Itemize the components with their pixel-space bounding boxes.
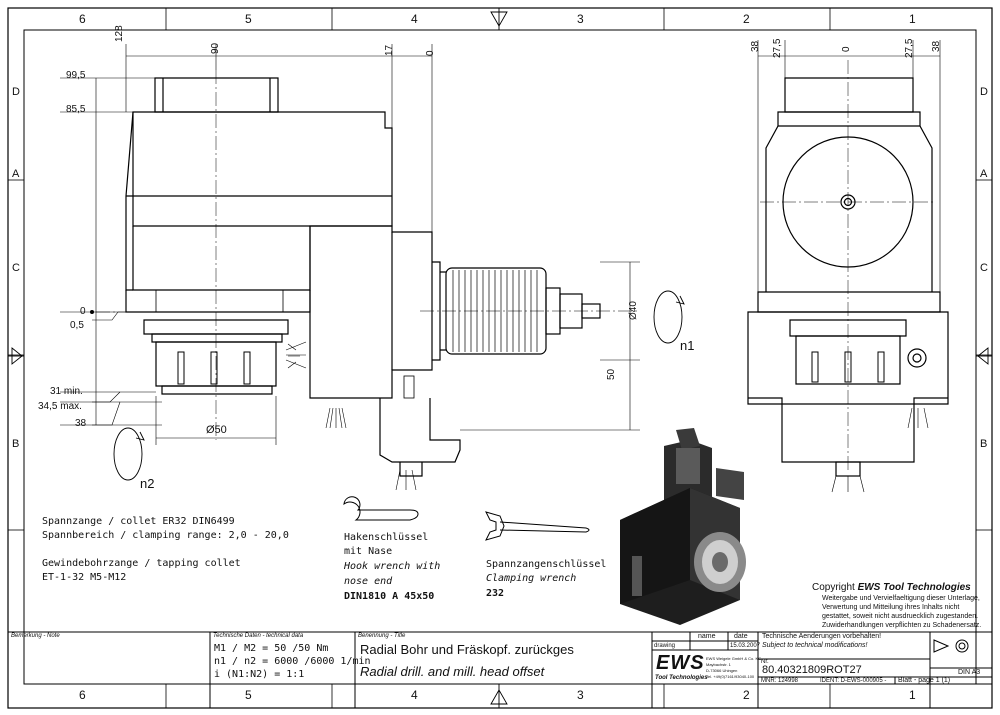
company-line: EWS Weigele GmbH & Co. KG <box>706 656 762 661</box>
ident-value: IDENT: D-EWS-000905 - <box>820 678 887 684</box>
changes-de: Technische Aenderungen vorbehalten! <box>762 633 882 640</box>
column-label: 3 <box>577 688 584 702</box>
spindle-n2-label: n2 <box>140 476 155 491</box>
dimension-label: 85,5 <box>66 104 86 115</box>
sheet-value: Blatt - page 1 (1) <box>898 677 951 684</box>
ews-logo: EWS <box>656 652 705 674</box>
dimension-label: 17 <box>384 44 395 56</box>
title-de: Radial Bohr und Fräskopf. zurückges <box>360 642 574 657</box>
ews-logo-sub: Tool Technologies <box>655 675 708 681</box>
dimension-label: 0 <box>80 306 86 317</box>
title-label: Benennung - Title <box>358 633 406 639</box>
dimension-label: 27,5 <box>772 38 783 58</box>
product-photo <box>620 428 746 625</box>
copyright-line: Weitergabe und Vervielfaeltigung dieser … <box>822 595 980 602</box>
tapping-collet-model: ET-1-32 M5-M12 <box>42 572 127 583</box>
column-label: 6 <box>79 688 86 702</box>
diameter-40-label: Ø40 <box>628 301 639 320</box>
company-line: Maybachstr. 1 <box>706 662 731 667</box>
column-label: 3 <box>577 12 584 26</box>
part-number: 80.40321809ROT27 <box>762 664 862 676</box>
mnr-value: MNR: 124998 <box>761 678 799 684</box>
remarks-label: Bemerkung - Note <box>11 633 60 639</box>
hook-wrench-de2: mit Nase <box>344 546 393 557</box>
copyright-line: gestattet, soweit nicht ausdruecklich zu… <box>822 613 979 620</box>
dimension-label: 31 min. <box>50 386 83 397</box>
dimension-label: 99,5 <box>66 70 86 81</box>
tapping-collet-label: Gewindebohrzange / tapping collet <box>42 558 241 569</box>
hook-wrench-spec: DIN1810 A 45x50 <box>344 591 435 602</box>
techdata-label: Technische Daten - technical data <box>213 633 304 639</box>
column-label: 4 <box>411 688 418 702</box>
company-line: Tel. +49(0)7161/93040-100 <box>706 674 755 679</box>
row-label: B <box>980 438 988 450</box>
dimension-label: 0 <box>425 50 436 56</box>
row-label: A <box>980 168 988 180</box>
copyright-line: Verwertung und Mitteilung ihres Inhalts … <box>822 604 960 611</box>
collet-spec: Spannzange / collet ER32 DIN6499 <box>42 516 235 527</box>
copyright-title: Copyright EWS Tool Technologies <box>812 582 971 593</box>
dimension-label: 90 <box>210 42 221 54</box>
changes-en: Subject to technical modifications! <box>762 642 868 649</box>
row-label: D <box>12 86 20 98</box>
nr-label: Nr. <box>761 659 769 665</box>
dimension-label: 38 <box>931 40 942 52</box>
dimension-label: 34,5 max. <box>38 401 82 412</box>
row-label: D <box>980 86 988 98</box>
clamping-wrench-de: Spannzangenschlüssel <box>486 559 607 570</box>
drawing-date: 15.03.2007 <box>730 643 761 649</box>
dimension-label: 38 <box>750 40 761 52</box>
diameter-50-label: Ø50 <box>206 424 227 436</box>
company-line: D-73066 Uhingen <box>706 668 738 673</box>
hook-wrench-en: Hook wrench with <box>344 561 441 572</box>
dimension-label: 128 <box>114 25 125 42</box>
column-label: 1 <box>909 688 916 702</box>
col-name-header: name <box>698 633 716 640</box>
column-label: 2 <box>743 688 750 702</box>
column-label: 6 <box>79 12 86 26</box>
copyright-line: Zuwiderhandlungen verpflichten zu Schade… <box>822 622 982 629</box>
brand-name: EWS Tool Technologies <box>857 582 971 593</box>
column-label: 1 <box>909 12 916 26</box>
dimension-label: 0,5 <box>70 320 84 331</box>
clamping-wrench-spec: 232 <box>486 588 505 599</box>
spindle-n1-label: n1 <box>680 338 695 353</box>
column-label: 2 <box>743 12 750 26</box>
column-label: 5 <box>245 688 252 702</box>
row-label: C <box>980 262 988 274</box>
dimension-label: 27,5 <box>904 38 915 58</box>
title-en: Radial drill. and mill. head offset <box>360 664 545 679</box>
dimension-label: 50 <box>606 368 617 380</box>
speed-value: n1 / n2 = 6000 /6000 1/min <box>214 656 371 667</box>
clamping-wrench-en: Clamping wrench <box>486 573 577 584</box>
torque-value: M1 / M2 = 50 /50 Nm <box>214 643 329 654</box>
drawing-label: drawing <box>654 643 676 649</box>
hook-wrench-en2: nose end <box>344 576 393 587</box>
hook-wrench-de: Hakenschlüssel <box>344 532 429 543</box>
clamping-range-spec: Spannbereich / clamping range: 2,0 - 20,… <box>42 530 289 541</box>
row-label: B <box>12 438 20 450</box>
format-value: DIN A3 <box>958 669 981 676</box>
dimension-label: 38 <box>75 418 87 429</box>
ratio-value: i (N1:N2) = 1:1 <box>214 669 305 680</box>
dimension-label: 0 <box>841 46 852 52</box>
row-label: C <box>12 262 20 274</box>
column-label: 4 <box>411 12 418 26</box>
row-label: A <box>12 168 20 180</box>
col-date-header: date <box>734 633 748 640</box>
column-label: 5 <box>245 12 252 26</box>
